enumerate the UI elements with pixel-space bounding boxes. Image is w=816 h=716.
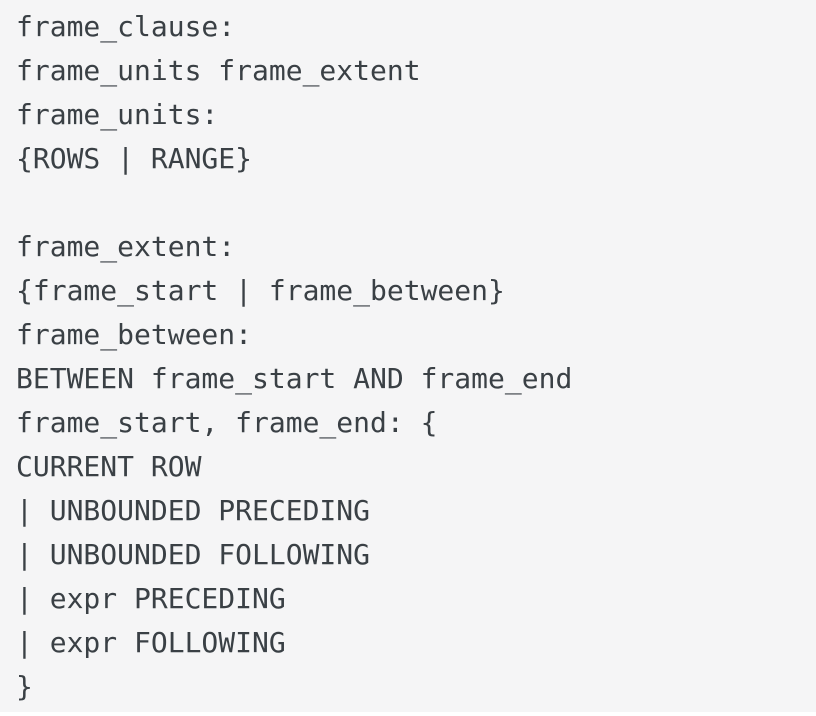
page-background: frame_clause: frame_units frame_extent f…: [16, 10, 573, 703]
sql-syntax-code-block: frame_clause: frame_units frame_extent f…: [16, 10, 573, 703]
